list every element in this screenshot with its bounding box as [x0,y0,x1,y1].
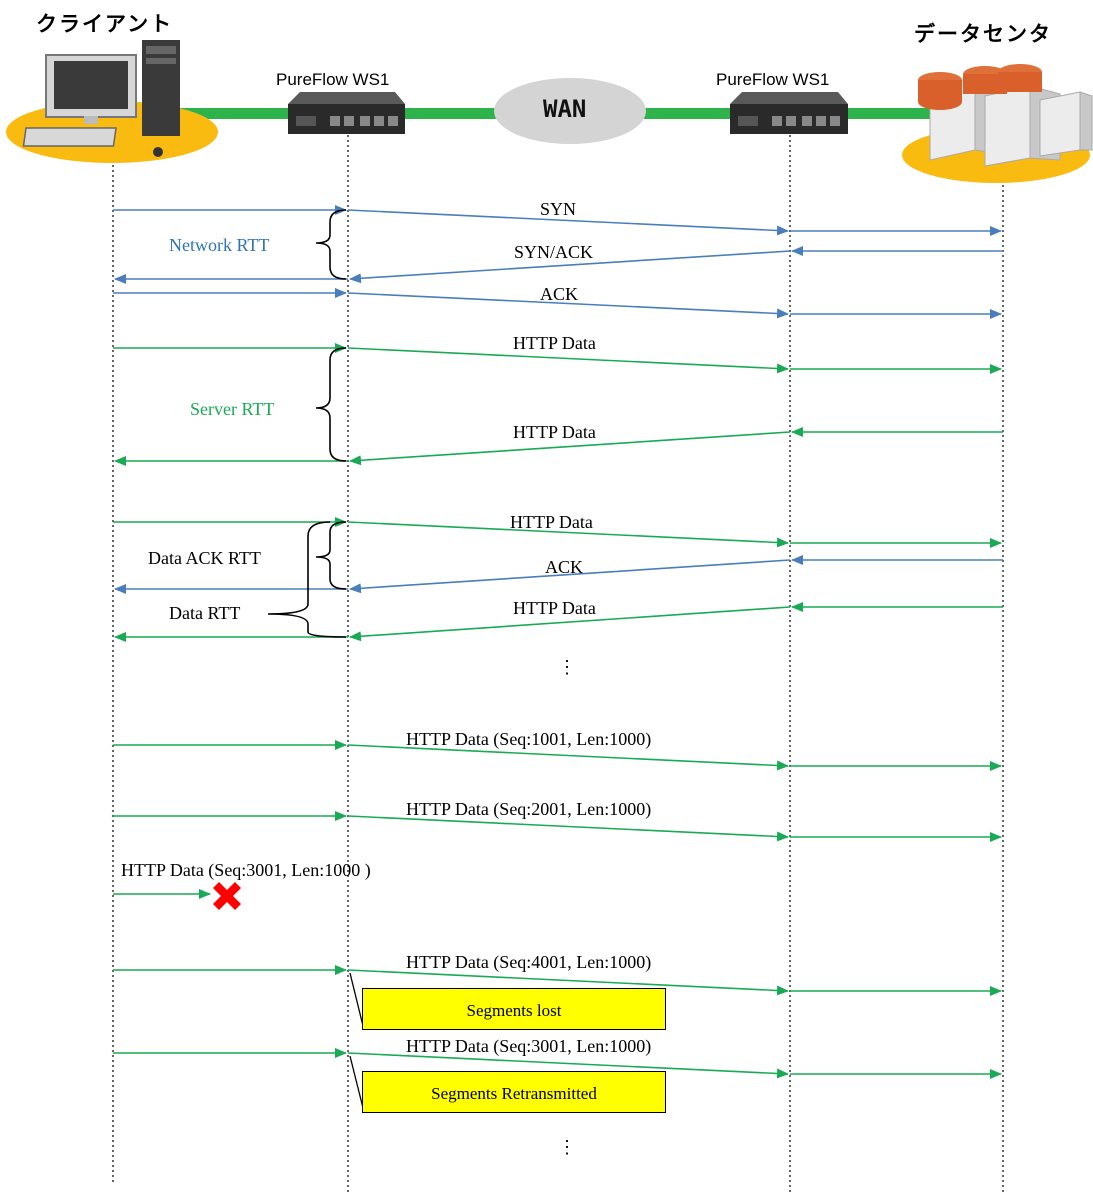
brace-data-ack-rtt [315,521,347,590]
arrow-seq2001-2 [347,815,789,842]
network-rtt-label: Network RTT [169,235,270,255]
msg-http-data: HTTP Data [513,422,596,442]
pureflow-device-icon [288,92,405,134]
arrow-http4-2 [349,606,791,642]
server-rack-icon [902,64,1093,183]
wan-cloud-icon [494,78,646,144]
device-label-right: PureFlow WS1 [716,70,830,89]
brace-network-rtt [315,209,347,280]
msg-syn: SYN [540,199,577,219]
server-rtt-label: Server RTT [190,399,275,419]
msg-http-data: HTTP Data [513,333,596,353]
msg-synack: SYN/ACK [514,242,594,262]
arrow-seq3001-retx-2 [347,1052,789,1079]
msg-http-data: HTTP Data [510,512,593,532]
wan-label: WAN [543,95,587,123]
msg-ack: ACK [545,557,584,577]
arrow-synack-2 [349,250,791,284]
arrow-syn-2 [347,209,789,236]
client-header: クライアント [36,12,174,36]
brace-data-rtt [267,521,347,638]
datacenter-header: データセンタ [914,22,1052,46]
msg-seq-3001-lost: HTTP Data (Seq:3001, Len:1000 ) [121,860,371,880]
packet-lost-icon [213,882,241,910]
msg-seq-3001-retransmit: HTTP Data (Seq:3001, Len:1000) [406,1036,652,1056]
arrow-http2-2 [349,431,791,466]
data-ack-rtt-label: Data ACK RTT [148,548,261,568]
data-rtt-label: Data RTT [169,603,241,623]
segments-lost-note: Segments lost [362,988,666,1030]
msg-ack: ACK [540,284,579,304]
arrow-http3-2 [347,521,789,548]
arrow-seq1001-2 [347,744,789,771]
pureflow-device-icon [730,92,848,134]
msg-http-data: HTTP Data [513,598,596,618]
segments-retransmitted-note: Segments Retransmitted [362,1071,666,1113]
msg-seq-4001: HTTP Data (Seq:4001, Len:1000) [406,952,652,972]
arrow-seq4001-2 [347,969,789,996]
continuation-ellipsis: ⋮ [558,657,576,677]
client-pc-icon [6,40,218,163]
arrow-ack-2 [347,292,789,319]
msg-seq-2001: HTTP Data (Seq:2001, Len:1000) [406,799,652,819]
arrow-http1-2 [347,347,789,374]
brace-server-rtt [315,347,347,462]
arrow-ack2-2 [349,559,791,594]
continuation-ellipsis: ⋮ [558,1137,576,1157]
device-label-left: PureFlow WS1 [276,70,390,89]
msg-seq-1001: HTTP Data (Seq:1001, Len:1000) [406,729,652,749]
